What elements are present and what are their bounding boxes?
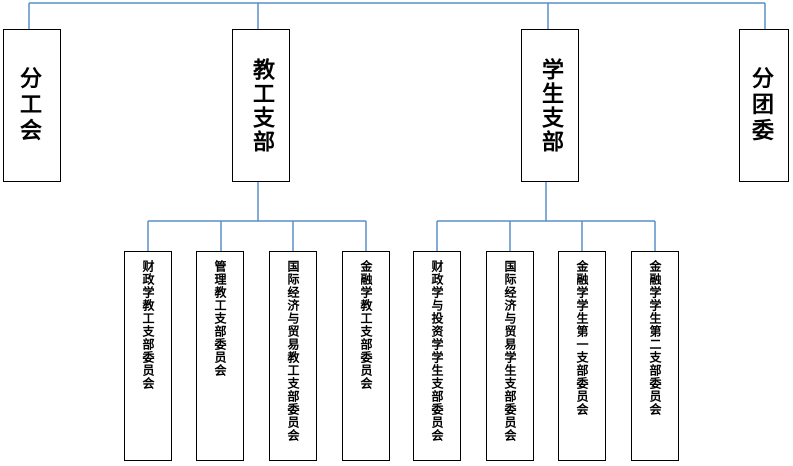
committee-label: 金融学教工支部委员会 [359,260,373,390]
student-branch-box: 学生支部 [521,29,579,182]
committee-label: 财政学教工支部委员会 [141,260,155,390]
faculty-committee-management: 管理教工支部委员会 [196,251,244,461]
student-branch-label: 学生支部 [538,57,563,154]
faculty-branch-box: 教工支部 [232,29,290,182]
union-box: 分工会 [3,29,61,182]
student-committee-finance-investment: 财政学与投资学学生支部委员会 [413,251,461,461]
committee-label: 金融学学生第二支部委员会 [648,260,662,416]
youth-league-label: 分团委 [751,66,776,144]
faculty-committee-trade: 国际经济与贸易教工支部委员会 [269,251,317,461]
faculty-branch-label: 教工支部 [249,57,274,154]
student-committee-banking-2: 金融学学生第二支部委员会 [631,251,679,461]
committee-label: 国际经济与贸易学生支部委员会 [503,260,517,442]
faculty-committee-banking: 金融学教工支部委员会 [342,251,390,461]
student-committee-trade: 国际经济与贸易学生支部委员会 [486,251,534,461]
committee-label: 金融学学生第一支部委员会 [575,260,589,416]
committee-label: 国际经济与贸易教工支部委员会 [286,260,300,442]
committee-label: 管理教工支部委员会 [213,260,227,377]
student-committee-banking-1: 金融学学生第一支部委员会 [558,251,606,461]
youth-league-box: 分团委 [739,29,789,182]
faculty-committee-finance: 财政学教工支部委员会 [124,251,172,461]
committee-label: 财政学与投资学学生支部委员会 [430,260,444,442]
union-label: 分工会 [19,66,44,144]
